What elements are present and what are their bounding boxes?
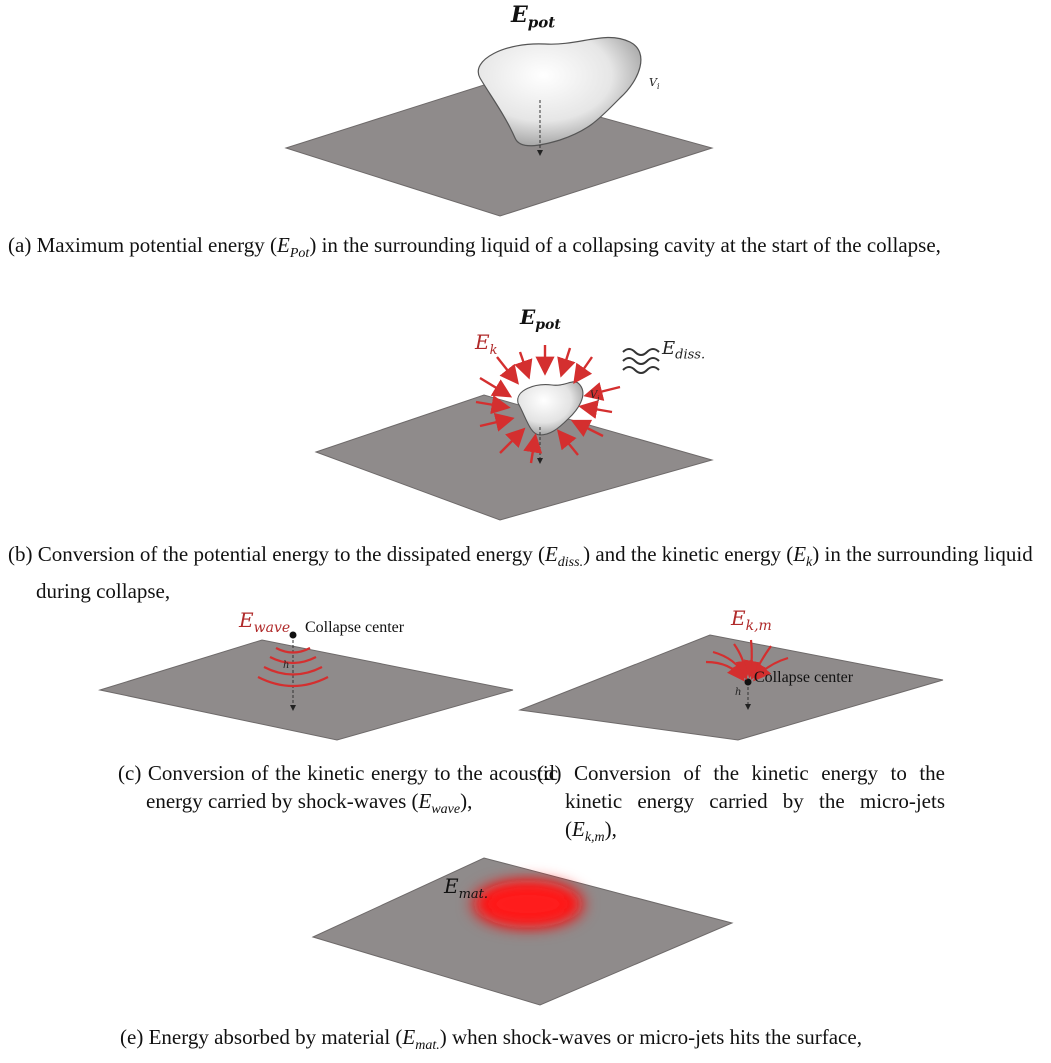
shock-wave-arcs xyxy=(257,647,329,687)
caption-e: (e) Energy absorbed by material (Emat.) … xyxy=(120,1025,862,1054)
panel-e: Emat. xyxy=(0,840,1051,1015)
height-arrowhead xyxy=(537,150,543,156)
cavity-bubble xyxy=(477,36,642,147)
energy-label-mat: Emat. xyxy=(444,874,489,902)
energy-label-diss: Ediss. xyxy=(662,338,706,363)
energy-label-kinetic: Ek xyxy=(475,330,498,358)
collapse-center-dot xyxy=(289,631,297,639)
collapse-center-label: Collapse center xyxy=(305,619,405,636)
panel-d: Ek,m Collapse center h xyxy=(518,606,1051,745)
caption-a: (a) Maximum potential energy (EPot) in t… xyxy=(8,233,941,262)
panel-b: Epot Ek Ediss. Vi xyxy=(0,295,1051,525)
height-arrowhead xyxy=(745,704,751,710)
panel-b-figure xyxy=(314,345,714,521)
panel-e-figure xyxy=(311,857,734,1006)
height-label: h xyxy=(735,687,742,698)
collapse-center-dot xyxy=(744,678,752,686)
panel-c-figure xyxy=(98,631,514,741)
surface-plate xyxy=(98,639,514,741)
energy-label-pot: Epot xyxy=(511,2,556,32)
surface-plate xyxy=(311,857,734,1006)
caption-c: (c) Conversion of the kinetic energy to … xyxy=(118,761,559,818)
kinetic-arrows xyxy=(475,345,621,464)
energy-label-km: Ek,m xyxy=(731,606,772,634)
micro-jet-arrows xyxy=(705,639,789,682)
surface-plate xyxy=(314,394,714,521)
height-label: h xyxy=(283,660,290,671)
height-arrowhead xyxy=(290,705,296,711)
panel-d-figure xyxy=(518,634,944,741)
panel-a-figure xyxy=(284,36,714,217)
energy-label-pot: Epot xyxy=(520,305,561,333)
absorbed-energy-core xyxy=(484,887,572,921)
caption-d: (d) Conversion of the kinetic energy to … xyxy=(537,761,946,846)
panel-c: Ewave Collapse center h xyxy=(0,608,520,745)
energy-label-wave: Ewave xyxy=(239,608,291,636)
collapse-center-label: Collapse center xyxy=(754,669,854,686)
dissipation-waves xyxy=(622,348,660,374)
caption-b: (b) Conversion of the potential energy t… xyxy=(8,542,1033,604)
surface-plate xyxy=(284,84,714,217)
height-arrowhead xyxy=(537,458,543,464)
volume-label: Vi xyxy=(590,390,600,403)
surface-plate xyxy=(518,634,944,741)
volume-label: Vi xyxy=(649,76,660,92)
panel-a: Epot Vi xyxy=(0,0,1051,225)
